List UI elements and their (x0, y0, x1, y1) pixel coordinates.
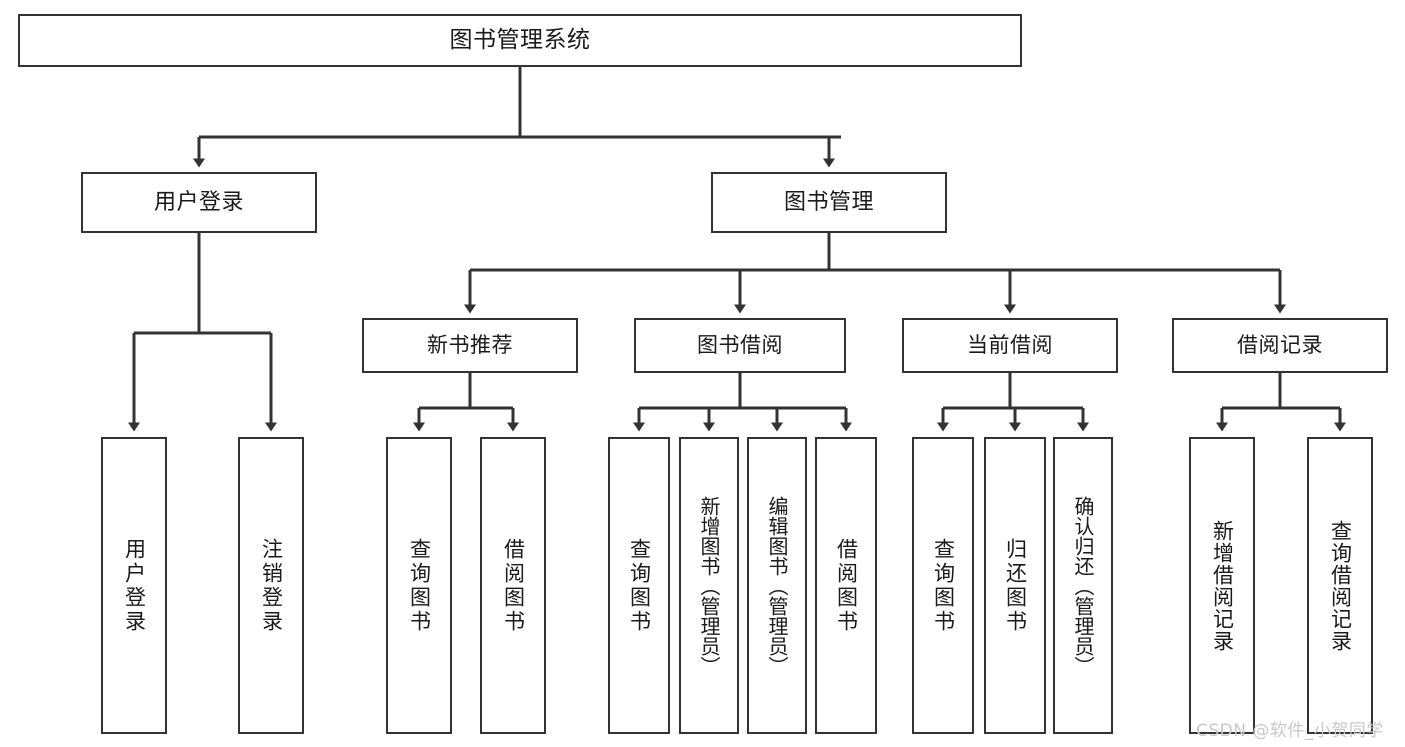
node-leaf-query-record[interactable]: 查询借阅记录 (1307, 437, 1373, 734)
node-leaf-logout-label: 注销登录 (259, 537, 284, 634)
node-leaf-edit-book-label: 编辑图书（管理员） (765, 495, 789, 676)
node-book-borrow[interactable]: 图书借阅 (634, 318, 846, 373)
node-leaf-return-book[interactable]: 归还图书 (984, 437, 1046, 734)
node-leaf-borrow-book-1-label: 借阅图书 (501, 537, 526, 634)
node-leaf-add-record-label: 新增借阅记录 (1210, 519, 1235, 652)
node-leaf-confirm-return[interactable]: 确认归还（管理员） (1053, 437, 1113, 734)
node-leaf-query-book-2[interactable]: 查询图书 (608, 437, 670, 734)
node-book-borrow-label: 图书借阅 (697, 333, 783, 358)
node-user-login[interactable]: 用户登录 (81, 172, 317, 233)
node-new-book-recommend-label: 新书推荐 (427, 333, 513, 358)
node-leaf-query-book-2-label: 查询图书 (627, 537, 652, 634)
node-leaf-user-login-label: 用户登录 (122, 537, 147, 634)
node-borrow-record[interactable]: 借阅记录 (1172, 318, 1388, 373)
node-leaf-borrow-book-2[interactable]: 借阅图书 (815, 437, 877, 734)
node-leaf-confirm-return-label: 确认归还（管理员） (1071, 495, 1095, 676)
node-current-borrow-label: 当前借阅 (967, 333, 1053, 358)
node-leaf-edit-book[interactable]: 编辑图书（管理员） (747, 437, 807, 734)
node-user-login-label: 用户登录 (153, 189, 244, 215)
node-leaf-borrow-book-1[interactable]: 借阅图书 (480, 437, 546, 734)
node-leaf-logout[interactable]: 注销登录 (238, 437, 304, 734)
node-current-borrow[interactable]: 当前借阅 (902, 318, 1118, 373)
node-root-label: 图书管理系统 (449, 26, 591, 53)
node-leaf-add-book-label: 新增图书（管理员） (697, 495, 721, 676)
node-leaf-query-book-1[interactable]: 查询图书 (386, 437, 452, 734)
node-borrow-record-label: 借阅记录 (1237, 333, 1323, 358)
node-new-book-recommend[interactable]: 新书推荐 (362, 318, 578, 373)
node-leaf-return-book-label: 归还图书 (1003, 537, 1028, 634)
node-leaf-query-record-label: 查询借阅记录 (1328, 519, 1353, 652)
node-leaf-query-book-3[interactable]: 查询图书 (912, 437, 974, 734)
node-leaf-user-login[interactable]: 用户登录 (101, 437, 167, 734)
node-leaf-add-record[interactable]: 新增借阅记录 (1189, 437, 1255, 734)
node-leaf-add-book[interactable]: 新增图书（管理员） (679, 437, 739, 734)
node-leaf-query-book-1-label: 查询图书 (407, 537, 432, 634)
node-leaf-query-book-3-label: 查询图书 (931, 537, 956, 634)
node-leaf-borrow-book-2-label: 借阅图书 (834, 537, 859, 634)
node-book-manage-label: 图书管理 (783, 189, 874, 215)
csdn-watermark: CSDN @软件_小贺同学 (1196, 721, 1384, 741)
node-book-manage[interactable]: 图书管理 (711, 172, 947, 233)
node-root[interactable]: 图书管理系统 (18, 14, 1022, 67)
